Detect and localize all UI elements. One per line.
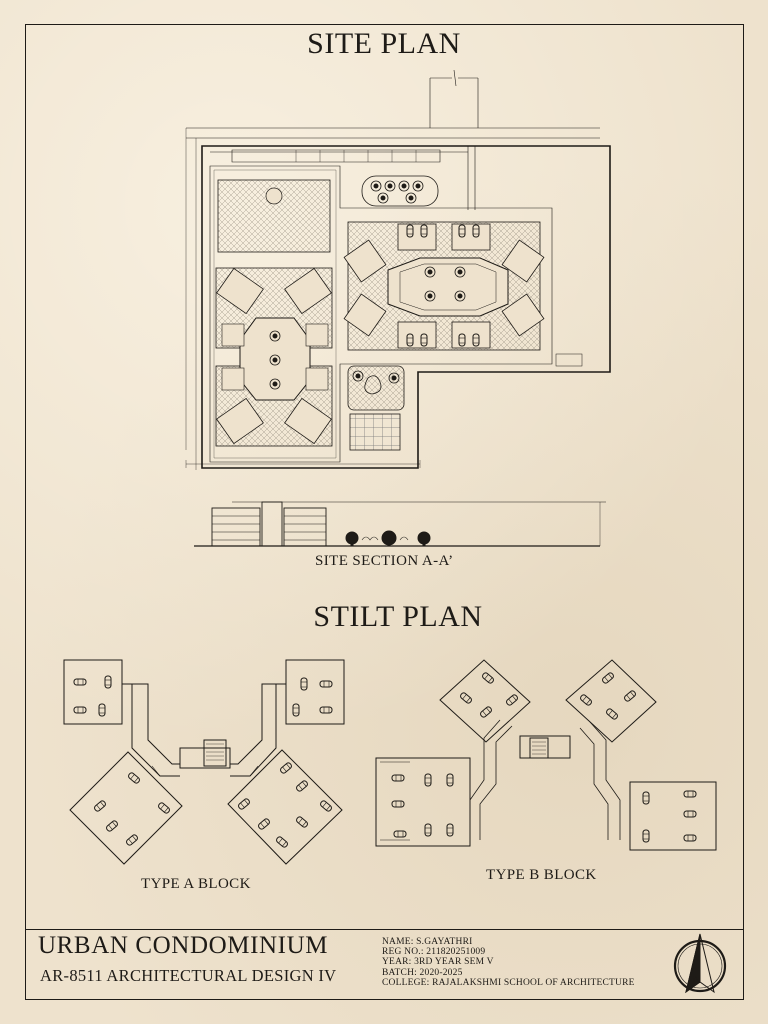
north-label: N — [693, 974, 701, 986]
north-arrow-icon — [673, 933, 727, 994]
student-name: NAME: S.GAYATHRI — [382, 937, 473, 947]
site-plan-drawing — [185, 69, 611, 470]
site-section-drawing — [194, 501, 606, 547]
site-section-label: SITE SECTION A-A’ — [315, 553, 454, 569]
batch-info: BATCH: 2020-2025 — [382, 967, 463, 978]
drawing-frame — [25, 24, 744, 1000]
reg-number: REG NO.: 211820251009 — [382, 947, 486, 958]
year-info: YEAR: 3RD YEAR SEM V — [382, 957, 494, 968]
course-title: AR-8511 ARCHITECTURAL DESIGN IV — [40, 966, 337, 985]
college-info: COLLEGE: RAJALAKSHMI SCHOOL OF ARCHITECT… — [382, 977, 635, 988]
type-a-stilt-plan — [63, 659, 345, 865]
type-b-block-label: TYPE B BLOCK — [486, 867, 597, 883]
student-info: NAME: S.GAYATHRI REG NO.: 211820251009 Y… — [382, 937, 635, 988]
type-a-block-label: TYPE A BLOCK — [141, 876, 251, 892]
site-plan-title: SITE PLAN — [307, 27, 461, 60]
type-b-stilt-plan — [375, 659, 717, 851]
project-title: URBAN CONDOMINIUM — [38, 932, 329, 959]
stilt-plan-title: STILT PLAN — [313, 600, 483, 633]
title-block — [25, 929, 744, 1001]
